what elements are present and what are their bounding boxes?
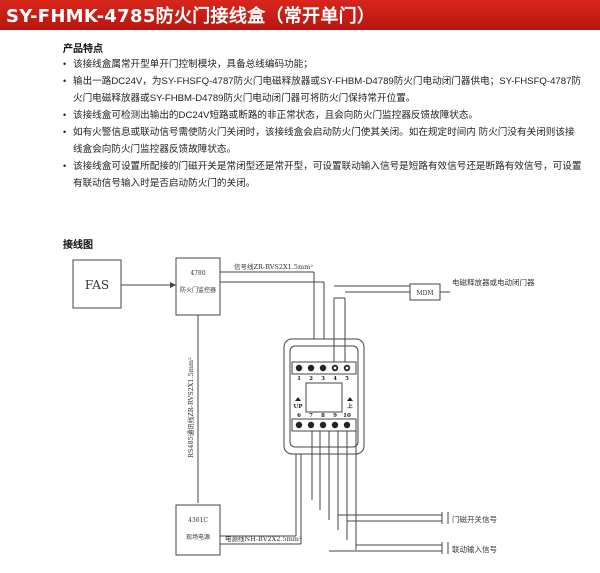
power-model: 4361C bbox=[188, 517, 208, 524]
monitor-model: 4780 bbox=[190, 270, 205, 277]
wiring-heading: 接线图 bbox=[63, 240, 93, 251]
rs485-label: RS485通讯线ZR-RVS2X1.5mm² bbox=[186, 357, 195, 458]
terminal-label: 1 bbox=[297, 376, 301, 382]
button-up-label: UP bbox=[294, 404, 303, 410]
terminal-label: 8 bbox=[321, 413, 325, 419]
fas-label: FAS bbox=[85, 278, 109, 292]
feature-item: 该接线盒可检测出输出的DC24V短路或断路的非正常状态，且会向防火门监控器反馈故… bbox=[63, 107, 583, 124]
junction-box bbox=[283, 338, 365, 455]
power-name: 现场电源 bbox=[186, 533, 210, 541]
title-bar: SY-FHMK-4785防火门接线盒（常开单门） bbox=[0, 0, 600, 30]
feature-item: 该接线盒可设置所配接的门磁开关是常闭型还是常开型，可设置联动输入信号是短路有效信… bbox=[63, 158, 583, 192]
mdm-box bbox=[409, 283, 441, 301]
page-title: SY-FHMK-4785防火门接线盒（常开单门） bbox=[6, 6, 376, 27]
feature-item: 该接线盒属常开型单开门控制模块，具备总线编码功能； bbox=[63, 56, 583, 73]
mdm-label: MDM bbox=[416, 290, 433, 297]
door-switch-label: 门磁开关信号 bbox=[452, 514, 497, 524]
mdm-desc: 电磁释放器或电动闭门器 bbox=[452, 277, 535, 287]
terminal-label: 10 bbox=[343, 413, 351, 419]
terminal-label: 6 bbox=[297, 413, 301, 419]
fas-box bbox=[72, 259, 122, 309]
terminal-label: 5 bbox=[345, 376, 349, 382]
monitor-box bbox=[175, 257, 221, 316]
power-line-label: 电源线NH-BV2X2.5mm² bbox=[225, 534, 302, 543]
power-box bbox=[175, 504, 221, 556]
terminal-label: 3 bbox=[321, 376, 325, 382]
terminal-label: 9 bbox=[333, 413, 337, 419]
features-heading: 产品特点 bbox=[63, 44, 103, 55]
up-arrow-icon bbox=[347, 397, 353, 401]
linkage-label: 联动输入信号 bbox=[452, 544, 497, 554]
feature-item: 如有火警信息或联动信号需使防火门关闭时，该接线盒会启动防火门使其关闭。如在规定时… bbox=[63, 124, 583, 158]
signal-line-label: 信号线ZR-RVS2X1.5mm² bbox=[234, 262, 313, 271]
terminal-label: 4 bbox=[333, 376, 337, 382]
up-arrow-icon bbox=[295, 397, 301, 401]
feature-item: 输出一路DC24V，为SY-FHSFQ-4787防火门电磁释放器或SY-FHBM… bbox=[63, 73, 583, 107]
terminal-label: 2 bbox=[309, 376, 313, 382]
button-right-label: 上 bbox=[347, 402, 353, 410]
terminal-label: 7 bbox=[309, 413, 313, 419]
features-list: 该接线盒属常开型单开门控制模块，具备总线编码功能； 输出一路DC24V，为SY-… bbox=[63, 56, 583, 192]
monitor-name: 防火门监控器 bbox=[180, 286, 216, 294]
